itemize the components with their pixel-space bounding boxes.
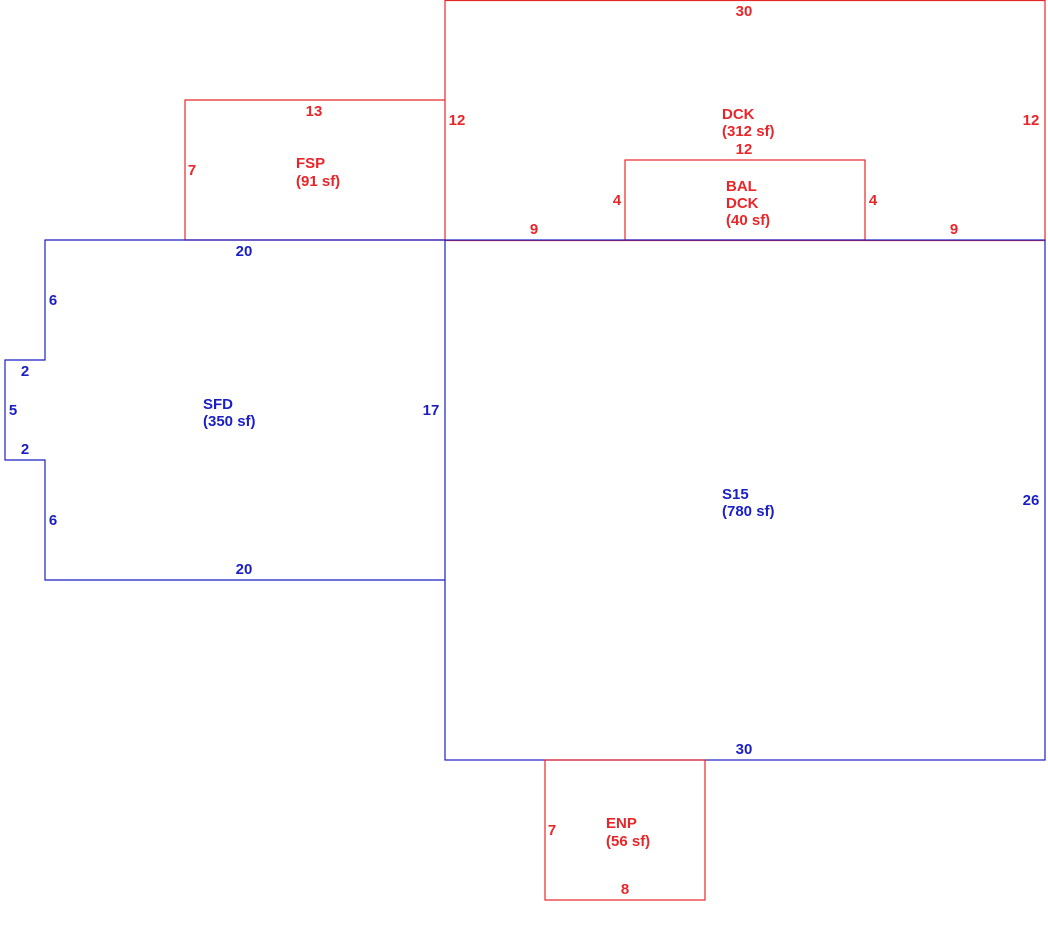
dim-sfd-bump-left: 5: [9, 402, 17, 419]
dim-sfd-lower-left: 6: [49, 512, 57, 529]
fsp-code: FSP: [296, 155, 325, 172]
sfd-outline: [4, 239, 445, 581]
dck-code: DCK: [722, 106, 755, 123]
dim-sfd-upper-left: 6: [49, 292, 57, 309]
dim-sfd-top: 20: [236, 243, 253, 260]
dim-bal-right: 4: [869, 192, 878, 209]
dim-sfd-bottom: 20: [236, 561, 253, 578]
dim-s15-bottom: 30: [736, 741, 753, 758]
enp-code: ENP: [606, 815, 637, 832]
enp-outline: [544, 759, 706, 901]
dim-dck-bottom-left: 9: [530, 221, 538, 238]
s15-code: S15: [722, 486, 749, 503]
dim-enp-left: 7: [548, 822, 556, 839]
dim-sfd-right: 17: [423, 402, 440, 419]
s15-outline: [444, 239, 1046, 761]
sfd-code: SFD: [203, 396, 233, 413]
dim-fsp-left: 7: [188, 162, 196, 179]
dck-area: (312 sf): [722, 123, 775, 140]
enp-area: (56 sf): [606, 833, 650, 850]
dim-sfd-bump-bottom: 2: [21, 441, 29, 458]
bal-code-line1: BAL: [726, 178, 757, 195]
dim-enp-bottom: 8: [621, 881, 629, 898]
dim-fsp-top: 13: [306, 103, 323, 120]
fsp-area: (91 sf): [296, 173, 340, 190]
dim-s15-right: 26: [1023, 492, 1040, 509]
dim-dck-bottom-right: 9: [950, 221, 958, 238]
sfd-area: (350 sf): [203, 413, 256, 430]
bal-area: (40 sf): [726, 212, 770, 229]
s15-area: (780 sf): [722, 503, 775, 520]
dim-dck-right: 12: [1023, 112, 1040, 129]
dim-dck-left: 12: [449, 112, 466, 129]
dim-dck-top: 30: [736, 3, 753, 20]
dim-bal-top: 12: [736, 141, 753, 158]
dim-bal-left: 4: [613, 192, 622, 209]
bal-code-line2: DCK: [726, 195, 759, 212]
dim-sfd-bump-top: 2: [21, 363, 29, 380]
